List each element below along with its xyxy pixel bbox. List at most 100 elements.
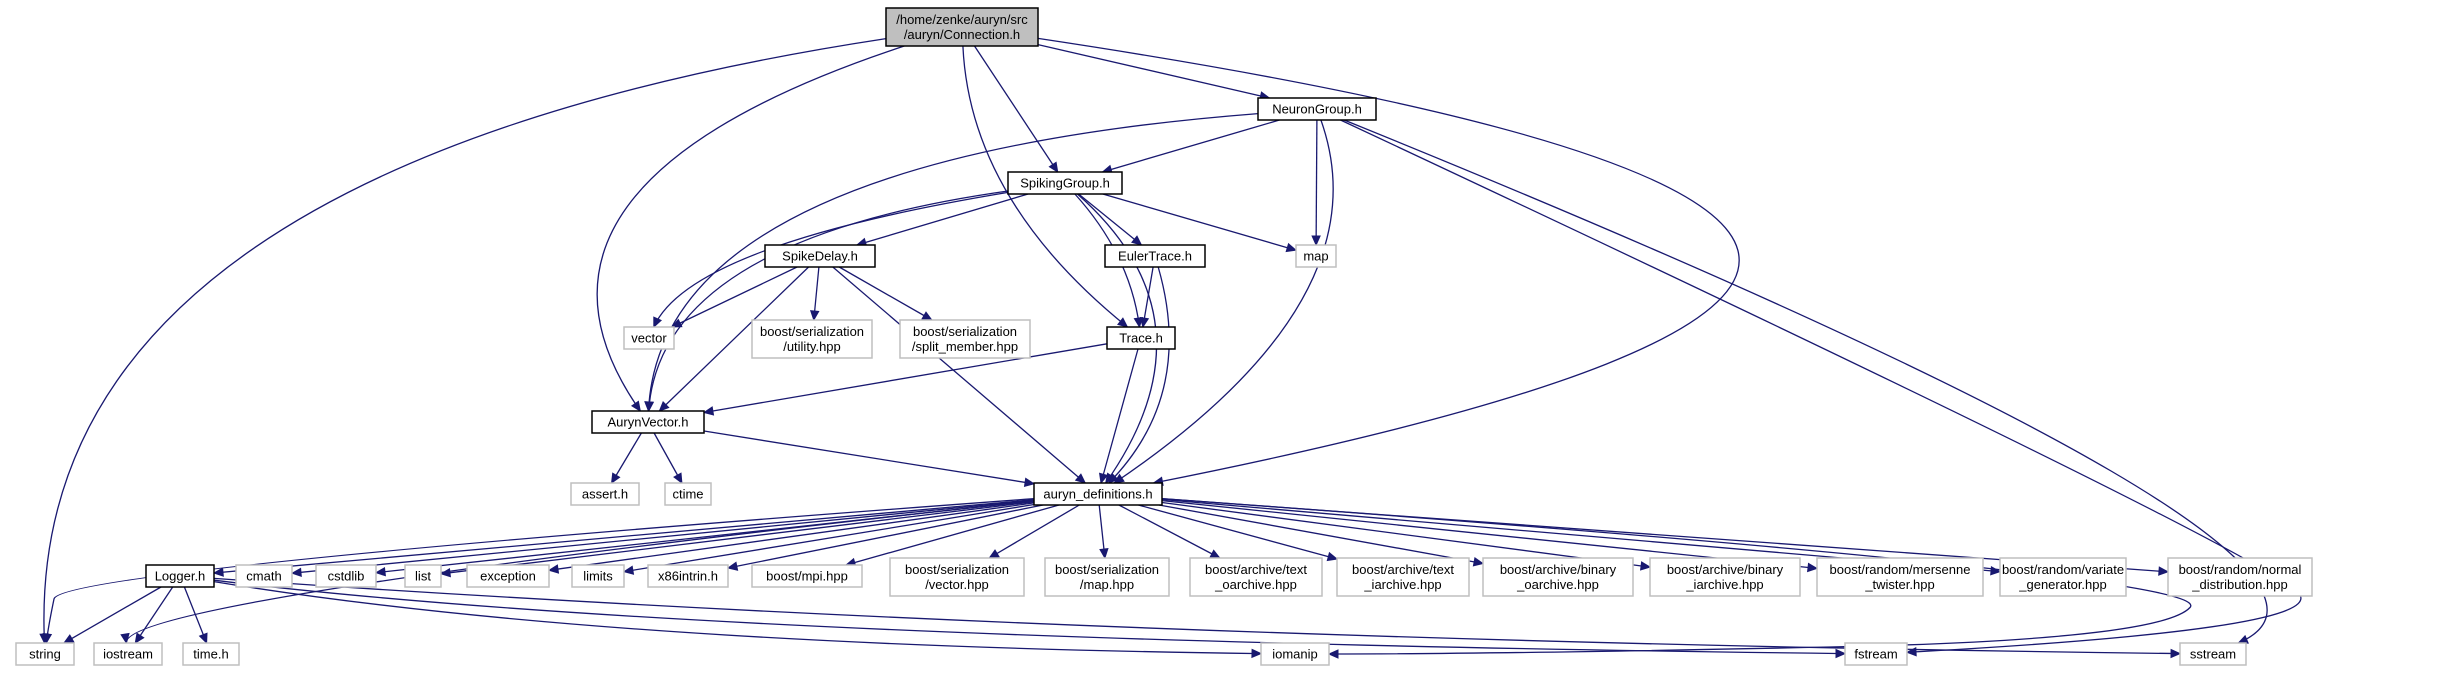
- edge-defs-to-ba_text_i: [1138, 504, 1339, 562]
- node-label: cmath: [246, 569, 281, 584]
- node-label: EulerTrace.h: [1118, 249, 1192, 264]
- node-string: string: [15, 642, 75, 666]
- edge-line: [1158, 504, 1484, 565]
- node-iostream: iostream: [93, 642, 163, 666]
- edge-spikedelay-to-aurynvector: [658, 266, 810, 412]
- edge-arrowhead: [1048, 161, 1059, 174]
- node-label: sstream: [2190, 647, 2236, 662]
- edge-line: [988, 504, 1080, 559]
- edge-line: [183, 586, 208, 644]
- edge-defs-to-x86intrin: [726, 504, 1044, 571]
- edge-eulertrace-to-defs: [1107, 266, 1170, 484]
- edge-arrowhead: [1139, 316, 1150, 329]
- node-map: map: [1295, 244, 1337, 268]
- node-label: string: [29, 647, 61, 662]
- node-label: boost/random/normal: [2179, 562, 2302, 577]
- node-eulertrace[interactable]: EulerTrace.h: [1104, 244, 1206, 268]
- node-neurongroup[interactable]: NeuronGroup.h: [1257, 97, 1377, 121]
- edge-defs-to-ba_bin_o: [1158, 504, 1485, 567]
- node-logger[interactable]: Logger.h: [145, 564, 215, 588]
- edge-line: [1138, 504, 1338, 560]
- edge-line: [213, 580, 1262, 655]
- edge-spikedelay-to-defs: [832, 266, 1087, 484]
- node-vector: vector: [623, 326, 675, 350]
- edge-arrowhead: [1990, 565, 2002, 576]
- edge-line: [1037, 37, 1740, 484]
- edge-arrowhead: [644, 401, 655, 413]
- node-trace[interactable]: Trace.h: [1106, 326, 1176, 350]
- node-box: [15, 642, 75, 666]
- node-label: boost/random/variate: [2002, 562, 2124, 577]
- edge-line: [43, 37, 887, 644]
- edge-line: [134, 586, 174, 644]
- edge-arrowhead: [2158, 566, 2170, 576]
- node-x86intrin: x86intrin.h: [647, 564, 729, 588]
- edge-arrowhead: [212, 567, 224, 577]
- edge-spikinggroup-to-aurynvector: [644, 190, 1009, 413]
- node-label: boost/serialization: [1055, 562, 1159, 577]
- node-box: [1844, 642, 1908, 666]
- node-box: [885, 7, 1039, 47]
- node-box: [1033, 482, 1163, 506]
- edge-spikedelay-to-bs_utility: [809, 266, 820, 322]
- edge-spikinggroup-to-map: [1102, 193, 1298, 253]
- edge-arrowhead: [622, 565, 635, 575]
- node-box: [591, 410, 705, 434]
- edge-defs-to-cmath: [290, 499, 1035, 578]
- node-label: /split_member.hpp: [912, 339, 1018, 354]
- node-defs[interactable]: auryn_definitions.h: [1033, 482, 1163, 506]
- edge-line: [1100, 348, 1139, 484]
- edge-line: [727, 504, 1044, 569]
- node-label: cstdlib: [328, 569, 365, 584]
- edge-line: [1113, 119, 1334, 484]
- node-box: [2167, 557, 2313, 597]
- node-label: auryn_definitions.h: [1043, 487, 1152, 502]
- node-br_vg: boost/random/variate_generator.hpp: [1999, 557, 2127, 597]
- edge-line: [973, 45, 1059, 173]
- node-box: [1189, 557, 1323, 597]
- edge-line: [611, 432, 642, 484]
- node-box: [1104, 244, 1206, 268]
- edge-arrowhead: [1807, 562, 1819, 573]
- edge-line: [703, 430, 1035, 485]
- node-box: [1007, 171, 1123, 195]
- node-label: AurynVector.h: [608, 415, 689, 430]
- edge-arrowhead: [1472, 557, 1485, 567]
- node-box: [1260, 642, 1330, 666]
- edge-aurynvector-to-ctime: [653, 432, 683, 485]
- edge-line: [1078, 193, 1142, 246]
- node-spikedelay[interactable]: SpikeDelay.h: [764, 244, 876, 268]
- node-box: [1336, 557, 1470, 597]
- node-fstream: fstream: [1844, 642, 1908, 666]
- edge-line: [856, 193, 1029, 246]
- node-box: [1106, 326, 1176, 350]
- node-ctime: ctime: [664, 482, 712, 506]
- edge-arrowhead: [547, 564, 560, 574]
- edge-arrowhead: [653, 316, 663, 329]
- node-ba_text_i: boost/archive/text_iarchive.hpp: [1336, 557, 1470, 597]
- node-box: [145, 564, 215, 588]
- edge-arrowhead: [1099, 548, 1109, 560]
- edge-arrowhead: [702, 406, 715, 416]
- edge-defs-to-iomanip: [1161, 497, 2192, 659]
- node-label: iomanip: [1272, 647, 1318, 662]
- edge-aurynvector-to-assert: [610, 432, 642, 485]
- edge-aurynvector-to-defs: [703, 430, 1036, 487]
- node-label: x86intrin.h: [658, 569, 718, 584]
- edge-line: [213, 579, 1846, 655]
- edge-line: [1108, 266, 1170, 484]
- node-aurynvector[interactable]: AurynVector.h: [591, 410, 705, 434]
- node-box: [404, 564, 442, 588]
- node-label: /utility.hpp: [783, 339, 841, 354]
- node-box: [1482, 557, 1634, 597]
- node-connection[interactable]: /home/zenke/auryn/src/auryn/Connection.h: [885, 7, 1039, 47]
- edge-arrowhead: [42, 633, 53, 645]
- edge-arrowhead: [921, 311, 933, 321]
- node-cmath: cmath: [235, 564, 293, 588]
- edge-defs-to-exception: [547, 502, 1035, 574]
- node-label: _iarchive.hpp: [1363, 577, 1441, 592]
- node-box: [315, 564, 377, 588]
- node-label: iostream: [103, 647, 153, 662]
- node-spikinggroup[interactable]: SpikingGroup.h: [1007, 171, 1123, 195]
- edge-line: [653, 191, 1009, 328]
